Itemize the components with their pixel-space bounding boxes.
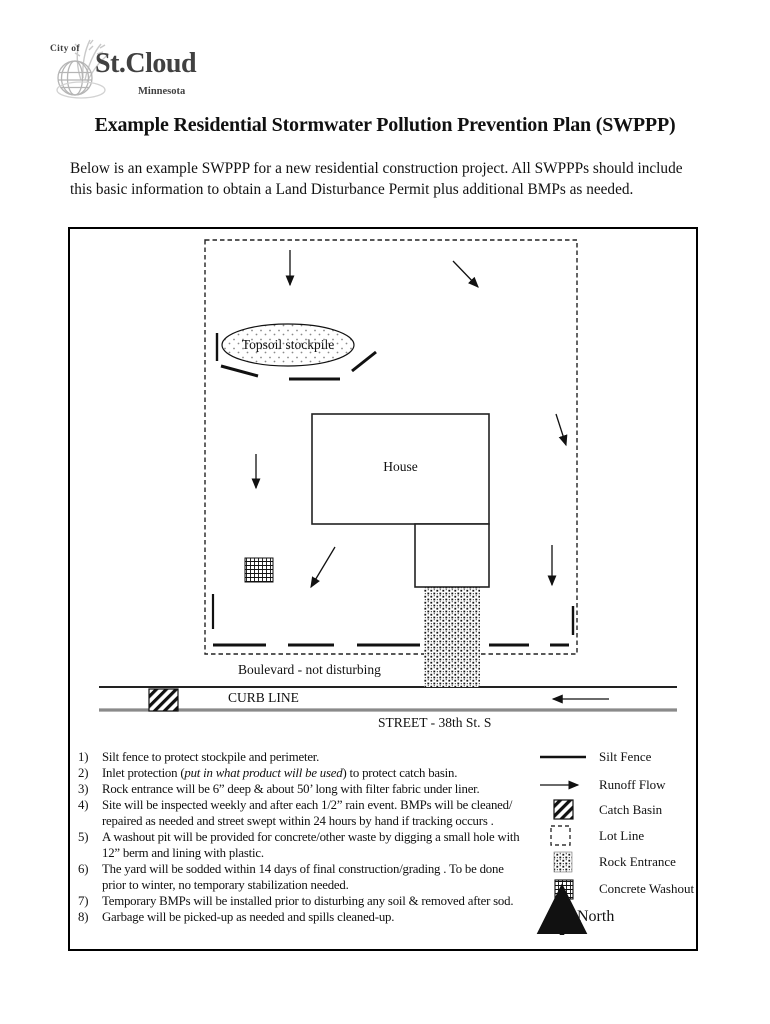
list-item: 8) Garbage will be picked-up as needed a… — [78, 910, 395, 924]
legend-lot-line-symbol — [550, 825, 571, 846]
runoff-arrow-icon — [452, 260, 479, 288]
list-item: 2) Inlet protection (put in what product… — [78, 766, 458, 780]
legend-label-concrete-washout: Concrete Washout — [599, 881, 695, 896]
boulevard-label: Boulevard - not disturbing — [238, 662, 381, 677]
logo-name-text: St.Cloud — [95, 48, 197, 79]
list-item: 7) Temporary BMPs will be installed prio… — [78, 894, 514, 908]
legend-label-runoff-flow: Runoff Flow — [599, 777, 666, 792]
site-plan-drawing — [99, 239, 677, 935]
logo-city-of-text: City of — [50, 44, 80, 54]
list-item: 5) A washout pit will be provided for co… — [78, 830, 520, 860]
list-item: 6) The yard will be sodded within 14 day… — [78, 862, 504, 892]
legend-label-lot-line: Lot Line — [599, 828, 645, 843]
garage-outline — [414, 523, 490, 588]
list-item: 3) Rock entrance will be 6” deep & about… — [78, 782, 480, 796]
list-item: 1) Silt fence to protect stockpile and p… — [78, 750, 320, 764]
house-outline — [311, 413, 490, 525]
site-plan-frame: Topsoil stockpile House Boulevard - not … — [68, 227, 698, 951]
topsoil-stockpile-ellipse — [221, 323, 355, 367]
north-label: North — [577, 908, 615, 925]
city-logo: City of St.Cloud Minnesota — [45, 36, 245, 111]
silt-fence-segments — [211, 333, 575, 647]
legend-symbols — [536, 755, 588, 935]
topsoil-stockpile-label: Topsoil stockpile — [241, 337, 335, 352]
catch-basin-marker — [148, 688, 179, 712]
logo-state-text: Minnesota — [138, 86, 186, 97]
logo-art — [56, 39, 110, 99]
legend-label-silt-fence: Silt Fence — [599, 749, 652, 764]
runoff-flow-arrows — [251, 250, 609, 704]
legend-rock-entrance-symbol — [553, 851, 573, 873]
legend-label-rock-entrance: Rock Entrance — [599, 854, 676, 869]
globe-icon — [56, 60, 106, 99]
lot-line-boundary — [204, 239, 578, 655]
intro-paragraph: Below is an example SWPPP for a new resi… — [70, 160, 683, 198]
concrete-washout-marker — [244, 557, 274, 583]
legend-catch-basin-symbol — [553, 799, 574, 820]
page-title: Example Residential Stormwater Pollution… — [94, 114, 676, 136]
runoff-arrow-icon — [555, 413, 568, 447]
rock-entrance-area — [424, 587, 480, 687]
list-item: 4) Site will be inspected weekly and aft… — [78, 798, 513, 828]
runoff-arrow-icon — [310, 546, 336, 589]
legend-label-catch-basin: Catch Basin — [599, 802, 663, 817]
house-label: House — [383, 459, 418, 474]
curb-line-label: CURB LINE — [228, 690, 299, 705]
street-label: STREET - 38th St. S — [378, 715, 492, 730]
swppp-notes-list: 1) Silt fence to protect stockpile and p… — [78, 749, 573, 925]
